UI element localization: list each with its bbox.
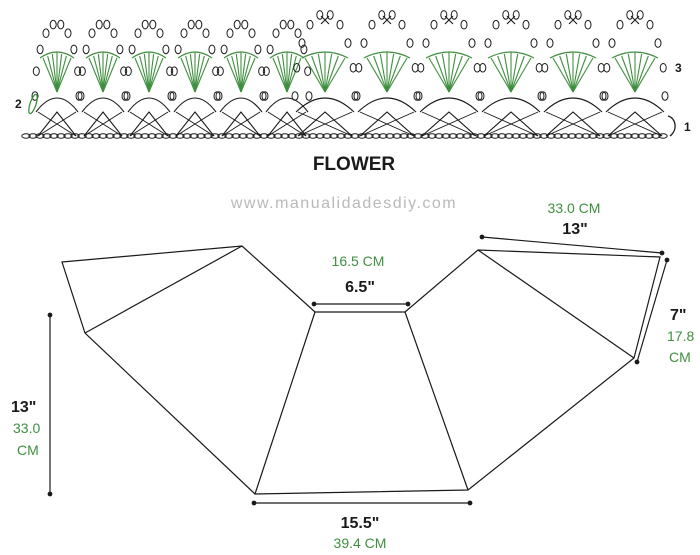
crochet-stitch-chart: 1 2 3	[15, 10, 691, 139]
stitch-unit	[169, 19, 221, 137]
watermark: www.manualidadesdiy.com	[230, 195, 457, 212]
top-right-imperial: 13"	[562, 221, 587, 238]
row-label-3: 3	[675, 61, 682, 75]
left-metric-value: 33.0	[13, 420, 40, 436]
dimension-line-right	[634, 257, 670, 365]
dimension-line-top-right	[479, 234, 665, 256]
stitch-unit	[123, 19, 175, 137]
stitch-unit	[539, 10, 607, 137]
left-metric-unit: CM	[17, 442, 39, 458]
right-center-divider	[404, 311, 469, 491]
stitch-unit	[477, 10, 545, 137]
left-center-divider	[254, 311, 316, 495]
right-metric-value: 17.8	[667, 328, 694, 344]
top-center-imperial: 6.5"	[345, 279, 375, 296]
row-label-1: 1	[684, 120, 691, 134]
stitch-unit	[77, 19, 129, 137]
right-metric-unit: CM	[669, 349, 691, 365]
dimension-line-top-center	[311, 301, 411, 307]
dimension-line-left	[47, 312, 53, 497]
stitch-unit	[353, 10, 421, 137]
row-2-start-marker	[28, 93, 38, 115]
foundation-chain	[21, 133, 668, 139]
collar-outline	[61, 245, 661, 495]
left-imperial: 13"	[11, 399, 36, 416]
stitch-unit	[291, 10, 359, 137]
right-panel-divider	[477, 249, 635, 359]
chart-title: FLOWER	[313, 154, 396, 175]
top-right-metric: 33.0 CM	[548, 200, 601, 216]
row-1-turning-chain	[667, 115, 676, 137]
stitch-unit	[601, 10, 669, 137]
dimension-line-bottom	[251, 500, 473, 506]
collar-schematic: 16.5 CM 6.5" 33.0 CM 13" 7" 17.8 CM 13" …	[11, 200, 694, 551]
stitch-unit	[215, 19, 267, 137]
right-imperial: 7"	[670, 307, 686, 324]
stitch-units	[31, 10, 669, 137]
stitch-unit	[31, 19, 83, 137]
top-center-metric: 16.5 CM	[332, 253, 385, 269]
stitch-unit	[261, 19, 313, 137]
stitch-unit	[415, 10, 483, 137]
bottom-imperial: 15.5"	[341, 515, 380, 532]
bottom-metric: 39.4 CM	[334, 535, 387, 551]
row-label-2: 2	[15, 97, 22, 111]
left-panel-divider	[84, 245, 243, 334]
